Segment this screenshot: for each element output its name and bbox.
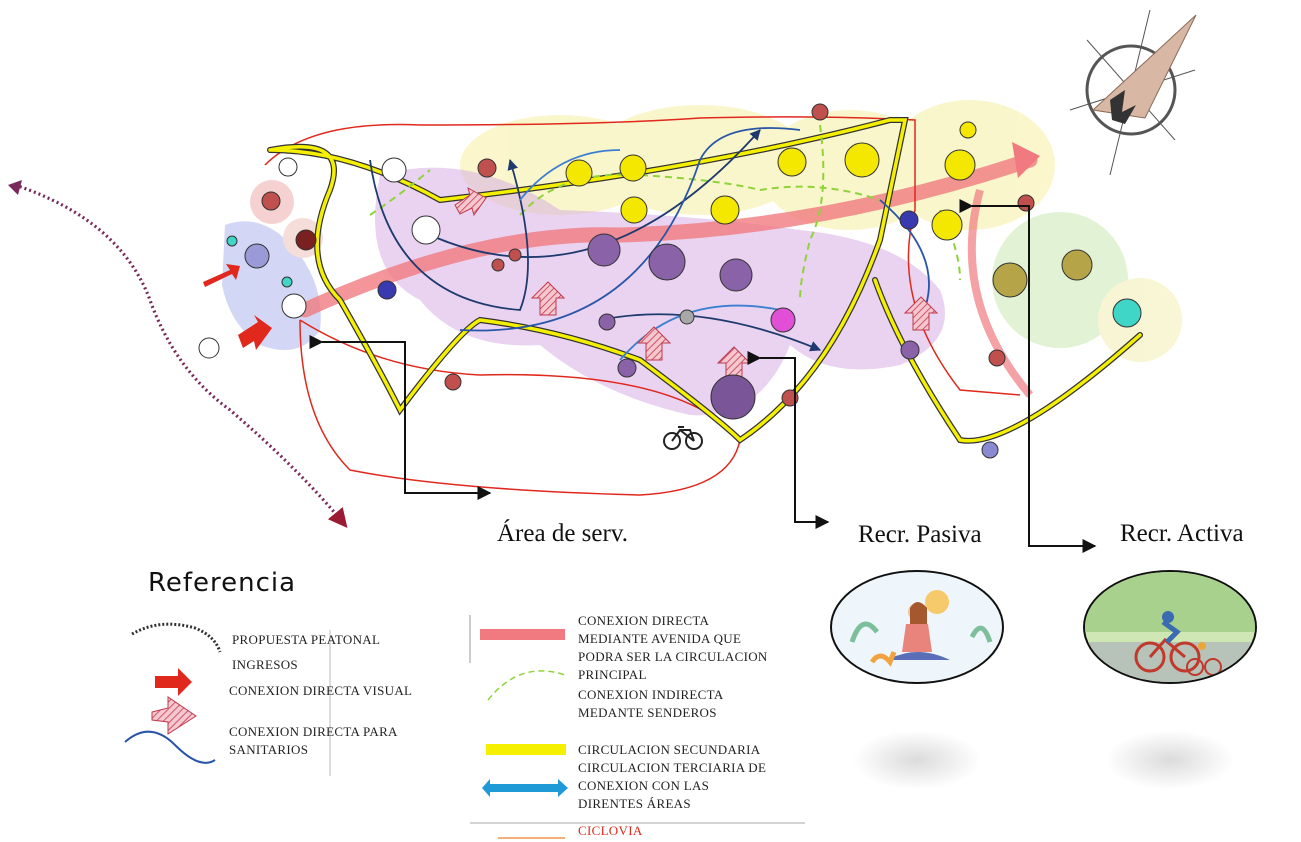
avenue-arrowhead-icon xyxy=(1012,142,1040,178)
legend-avenue-line4: PRINCIPAL xyxy=(578,667,647,682)
main-avenue xyxy=(297,152,1038,318)
callout-connectors xyxy=(309,199,1097,553)
zone-label-passive: Recr. Pasiva xyxy=(858,521,982,548)
zone-label-service: Área de serv. xyxy=(497,520,628,547)
legend-bike-lane: CICLOVIA xyxy=(578,823,643,838)
entrance-arrow-icon xyxy=(238,315,272,350)
bicycle-icon xyxy=(663,426,703,450)
legend-secondary: CIRCULACION SECUNDARIA xyxy=(578,742,761,757)
legend-title: Referencia xyxy=(148,568,297,598)
zone-label-active: Recr. Activa xyxy=(1120,520,1244,547)
pedestrian-proposal xyxy=(14,183,348,528)
legend-tertiary-line1: CIRCULACION TERCIARIA DE xyxy=(578,760,767,775)
legend-visual: CONEXION DIRECTA VISUAL xyxy=(229,683,413,698)
family-cycling-illustration xyxy=(1083,570,1257,684)
thumb-shadow xyxy=(852,730,982,790)
legend-sanitary-line2: SANITARIOS xyxy=(229,742,309,757)
entrance-arrow-icon xyxy=(203,264,240,287)
legend-symbols xyxy=(124,615,805,839)
visual-connection-arrows xyxy=(454,186,939,381)
legend-tertiary-line2: CONEXION CON LAS xyxy=(578,778,710,793)
legend-indirect-line1: CONEXION INDIRECTA xyxy=(578,687,724,702)
legend-entrances: INGRESOS xyxy=(232,657,298,672)
meditation-illustration xyxy=(830,570,1004,684)
legend-avenue-line3: PODRA SER LA CIRCULACION xyxy=(578,649,768,664)
facility-nodes xyxy=(198,103,1142,459)
legend-avenue-line1: CONEXION DIRECTA xyxy=(578,613,710,628)
legend-sanitary-line1: CONEXION DIRECTA PARA xyxy=(229,724,398,739)
compass-rose-icon xyxy=(1069,9,1197,176)
legend-pedestrian: PROPUESTA PEATONAL xyxy=(232,632,381,647)
legend-avenue-line2: MEDIANTE AVENIDA QUE xyxy=(578,631,742,646)
pedestrian-start-arrow-icon xyxy=(8,180,22,195)
legend-tertiary-line3: DIRENTES ÁREAS xyxy=(578,796,691,811)
thumb-shadow xyxy=(1105,730,1235,790)
legend-indirect-line2: MEDANTE SENDEROS xyxy=(578,705,717,720)
